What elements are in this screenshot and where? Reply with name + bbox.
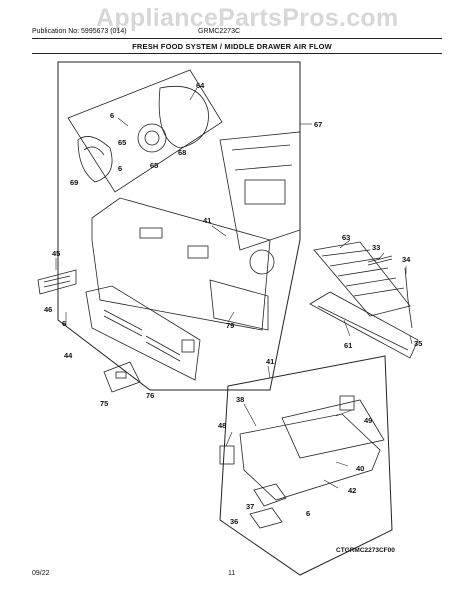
callout-68: 68 bbox=[178, 148, 186, 157]
damper-housing bbox=[239, 395, 385, 501]
callout-79: 79 bbox=[226, 321, 234, 330]
callout-6: 6 bbox=[118, 164, 122, 173]
leader-lines bbox=[55, 87, 413, 489]
callout-64: 64 bbox=[196, 81, 205, 90]
filter-plate bbox=[103, 361, 141, 393]
drain-pan bbox=[309, 291, 419, 359]
header-rule bbox=[32, 38, 442, 39]
callout-49: 49 bbox=[364, 416, 372, 425]
diagram-code: CTGRMC2273CF00 bbox=[336, 547, 395, 554]
callout-75: 75 bbox=[100, 399, 108, 408]
watermark: AppliancePartsPros.com bbox=[96, 4, 399, 32]
sensor-wire bbox=[404, 267, 413, 329]
duct-panel bbox=[219, 131, 301, 275]
bracket-36 bbox=[249, 507, 283, 529]
connector-48 bbox=[219, 445, 235, 465]
page-title: FRESH FOOD SYSTEM / MIDDLE DRAWER AIR FL… bbox=[132, 42, 332, 51]
callout-34: 34 bbox=[402, 255, 411, 264]
callout-67: 67 bbox=[314, 120, 322, 129]
rear-cover bbox=[91, 197, 271, 331]
callout-69: 69 bbox=[70, 178, 78, 187]
callout-65: 65 bbox=[118, 138, 126, 147]
title-rule bbox=[32, 53, 442, 54]
callout-35: 35 bbox=[414, 339, 422, 348]
callout-61: 61 bbox=[344, 341, 352, 350]
callout-44: 44 bbox=[64, 351, 73, 360]
fan-assembly bbox=[67, 69, 223, 193]
callout-6: 6 bbox=[306, 509, 310, 518]
callout-38: 38 bbox=[236, 395, 244, 404]
heater-rod bbox=[367, 255, 393, 266]
callout-40: 40 bbox=[356, 464, 364, 473]
callout-48: 48 bbox=[218, 421, 226, 430]
footer-date: 09/22 bbox=[32, 570, 50, 577]
assembly-outline bbox=[57, 61, 301, 391]
callout-41: 41 bbox=[203, 216, 211, 225]
callout-6: 6 bbox=[62, 319, 66, 328]
callout-42: 42 bbox=[348, 486, 356, 495]
subassembly-outline bbox=[219, 355, 393, 576]
callout-46: 46 bbox=[44, 305, 52, 314]
callout-37: 37 bbox=[246, 502, 254, 511]
front-panel bbox=[85, 285, 201, 381]
evaporator-coil bbox=[313, 241, 411, 317]
callout-36: 36 bbox=[230, 517, 238, 526]
callout-63: 63 bbox=[342, 233, 350, 242]
bracket-37 bbox=[253, 483, 287, 507]
page-number: 11 bbox=[228, 570, 236, 577]
callout-41: 41 bbox=[266, 357, 274, 366]
callout-76: 76 bbox=[146, 391, 154, 400]
callout-33: 33 bbox=[372, 243, 380, 252]
callout-45: 45 bbox=[52, 249, 60, 258]
publication-number: Publication No: 5995673 (014) bbox=[32, 28, 127, 35]
grille bbox=[37, 269, 77, 295]
model-number: GRMC2273C bbox=[198, 28, 241, 35]
callout-65: 65 bbox=[150, 161, 158, 170]
callout-6: 6 bbox=[110, 111, 114, 120]
